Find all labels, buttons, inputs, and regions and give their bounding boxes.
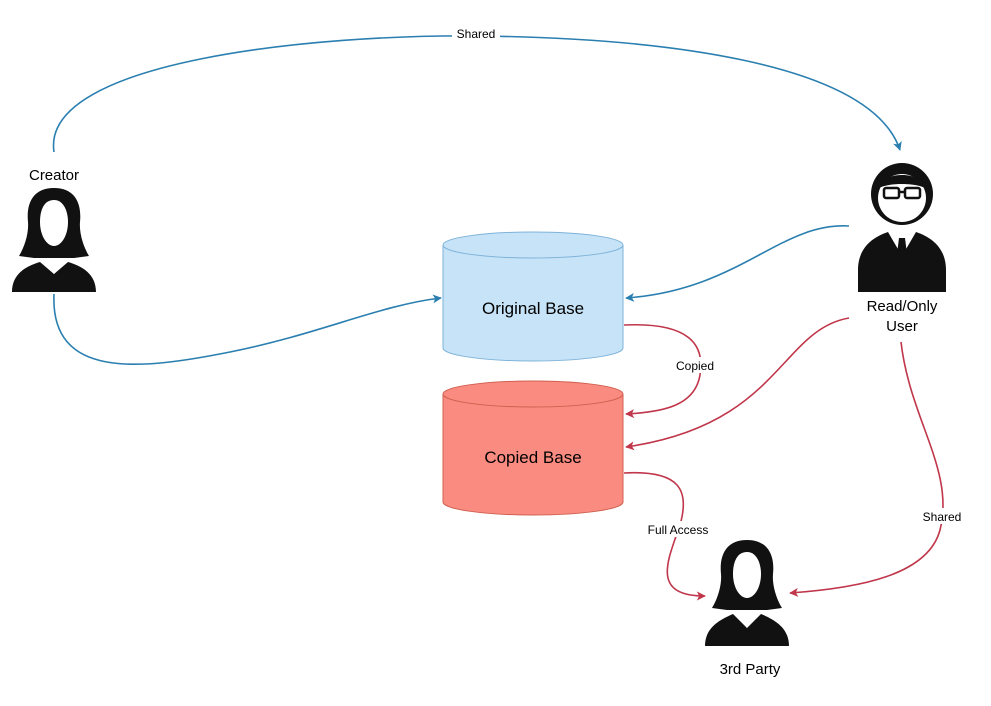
businessman-glasses-icon <box>858 163 946 292</box>
woman-user-icon <box>705 540 789 646</box>
edge-readonly-to-copied <box>625 317 850 451</box>
creator-label: Creator <box>29 167 79 184</box>
creator-node[interactable]: Creator <box>12 167 96 292</box>
edge-label-full-access: Full Access <box>648 523 709 537</box>
readonly-user-node[interactable]: Read/Only User <box>858 163 946 335</box>
edge-label-shared-right: Shared <box>923 510 962 524</box>
copied-base-label: Copied Base <box>484 448 581 467</box>
original-base-cylinder[interactable]: Original Base <box>442 231 624 362</box>
readonly-label-line2: User <box>886 318 918 335</box>
readonly-label-line1: Read/Only <box>867 298 938 315</box>
copied-base-cylinder[interactable]: Copied Base <box>442 380 624 516</box>
woman-user-icon <box>12 188 96 292</box>
edge-creator-to-original <box>53 293 442 366</box>
edge-readonly-to-thirdparty <box>789 341 944 597</box>
edge-label-copied: Copied <box>676 359 714 373</box>
edge-label-bg <box>671 357 720 373</box>
edge-original-to-copied <box>623 323 702 419</box>
edge-label-bg <box>917 508 968 524</box>
third-party-label: 3rd Party <box>720 661 781 678</box>
edge-label-bg <box>452 27 500 42</box>
edge-label-shared-top: Shared <box>457 27 496 41</box>
edge-readonly-to-original <box>625 225 850 302</box>
edge-creator-to-readonly <box>52 35 902 153</box>
third-party-node[interactable]: 3rd Party <box>705 540 789 678</box>
edge-label-bg <box>642 521 714 537</box>
original-base-label: Original Base <box>482 299 584 318</box>
